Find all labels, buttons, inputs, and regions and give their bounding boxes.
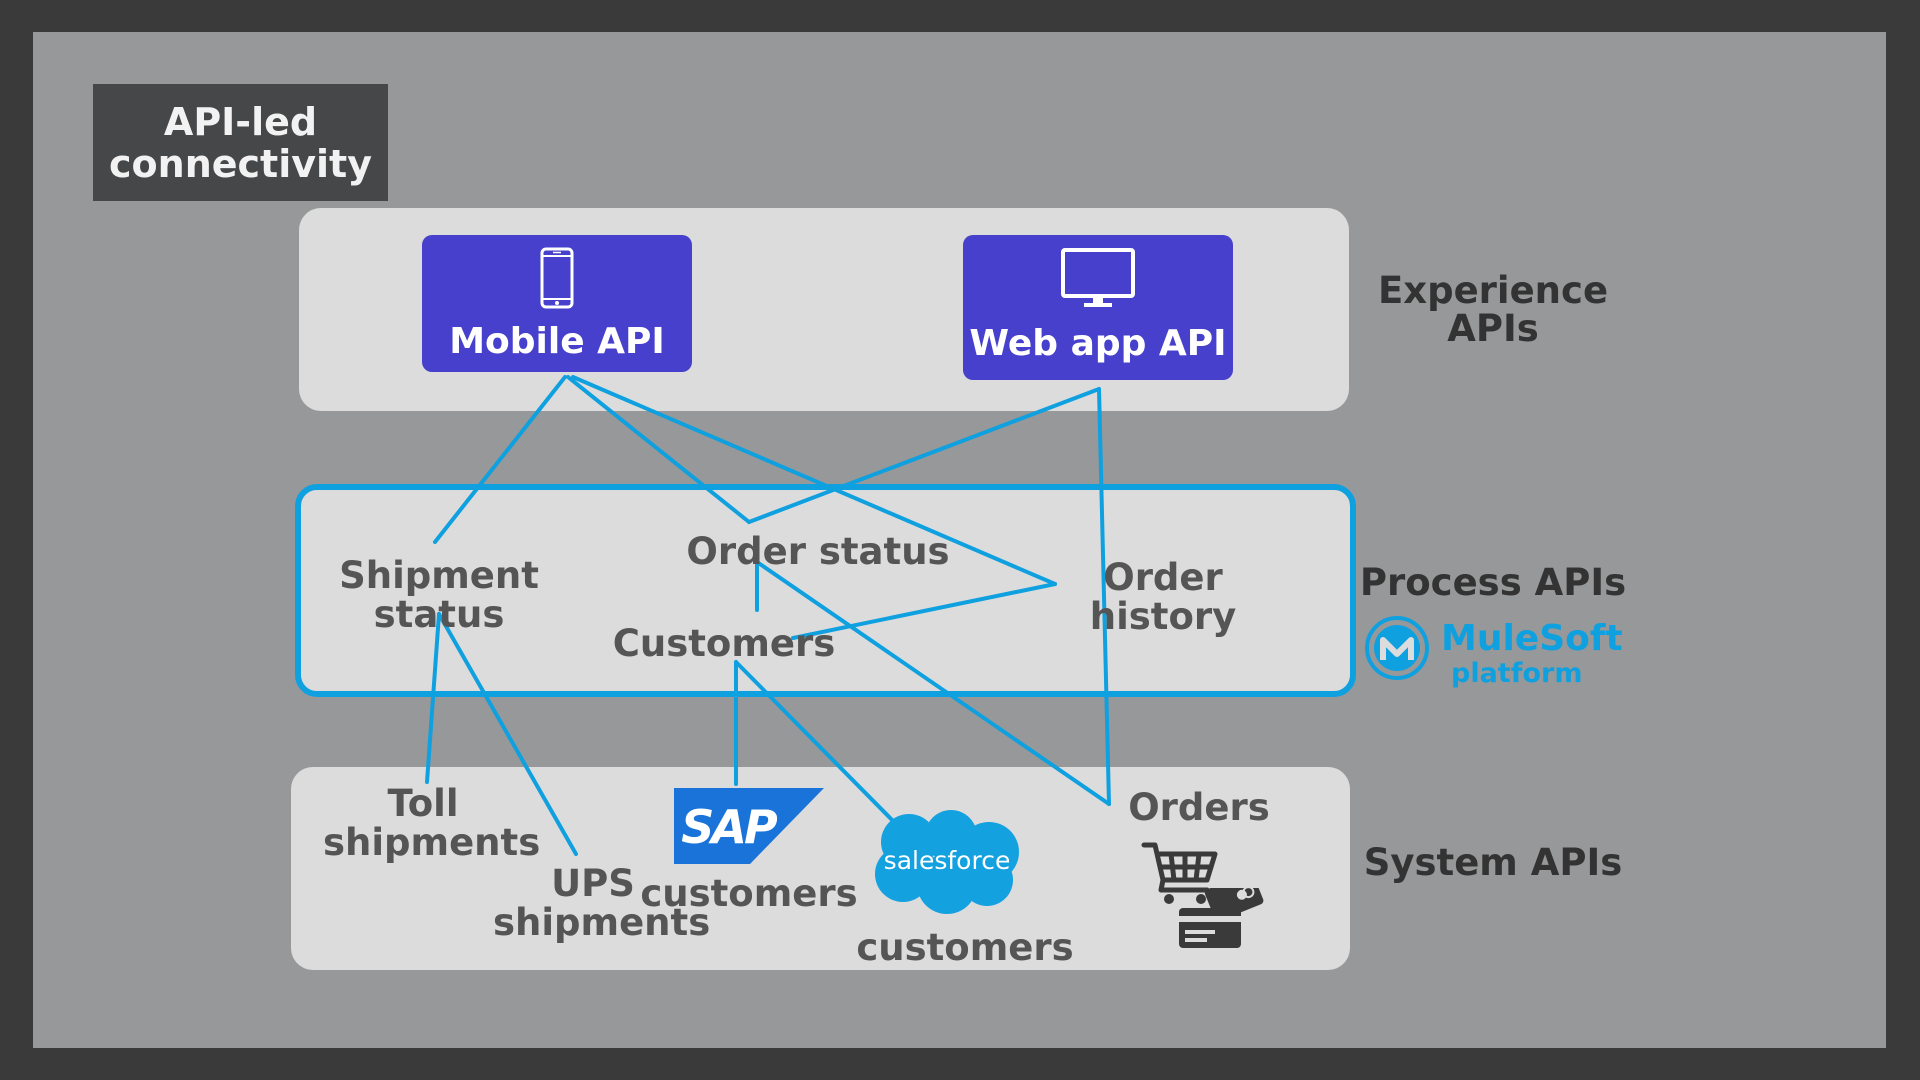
process-customers[interactable]: Customers <box>612 622 836 665</box>
salesforce-cloud-icon <box>875 810 1019 914</box>
smartphone-icon <box>540 247 574 309</box>
connector-mobile-order-history <box>571 375 1057 586</box>
system-orders[interactable]: Orders <box>1128 786 1270 829</box>
process-order-status[interactable]: Order status <box>686 530 950 573</box>
shopping-cart-icon <box>1141 842 1218 904</box>
sap-logo-text: SAP <box>681 800 777 854</box>
system-toll-shipments[interactable]: Toll shipments <box>323 782 541 864</box>
connector-customers-salesforce <box>734 660 903 831</box>
system-sap-customers[interactable]: customers <box>640 872 858 915</box>
connector-lines <box>425 375 1111 856</box>
title-box: API-led connectivity <box>93 84 388 201</box>
connector-web-orders <box>1097 387 1111 806</box>
connector-shipment-ups <box>437 612 578 856</box>
sap-logo-shape <box>674 788 824 864</box>
system-salesforce-customers[interactable]: customers <box>856 926 1074 969</box>
system-ups-shipments[interactable]: UPS shipments <box>493 862 711 944</box>
process-apis-label: Process APIs <box>1359 561 1627 604</box>
credit-card-icon <box>1179 888 1264 948</box>
mulesoft-wordmark: MuleSoft <box>1441 618 1623 659</box>
connector-order-status-orders <box>755 560 1111 806</box>
mulesoft-platform: platform <box>1451 658 1583 689</box>
web-app-api-card[interactable]: Web app API <box>963 235 1233 380</box>
mobile-api-card[interactable]: Mobile API <box>422 235 692 372</box>
process-tier-panel <box>295 484 1356 697</box>
web-app-api-label: Web app API <box>969 323 1227 364</box>
process-order-history[interactable]: Order history <box>1089 556 1237 638</box>
connector-web-order-status <box>747 387 1101 524</box>
title: API-led connectivity <box>109 99 372 186</box>
mobile-api-label: Mobile API <box>449 321 665 362</box>
connector-mobile-shipment <box>433 375 567 544</box>
diagram-canvas: API-led connectivity <box>33 32 1886 1048</box>
mulesoft-icon <box>1365 616 1429 680</box>
experience-apis-label: Experience APIs <box>1377 269 1609 350</box>
salesforce-logo: salesforce <box>871 808 1023 916</box>
connector-customers-order-history <box>791 582 1057 640</box>
process-shipment-status[interactable]: Shipment status <box>339 554 539 636</box>
connector-shipment-toll <box>425 612 441 784</box>
sap-logo: SAP <box>674 788 824 864</box>
system-apis-label: System APIs <box>1363 841 1623 884</box>
salesforce-logo-text: salesforce <box>883 846 1011 875</box>
connector-mobile-order-status <box>566 375 751 524</box>
mulesoft-logo: MuleSoft platform <box>1363 612 1633 712</box>
monitor-icon <box>1061 248 1135 307</box>
